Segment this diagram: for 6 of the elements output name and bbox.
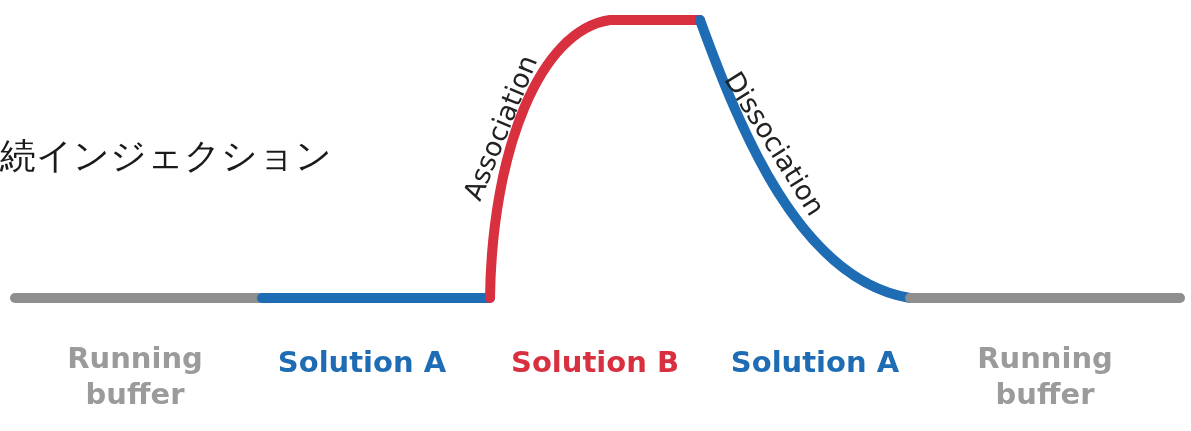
segment-label: Solution B [510, 344, 680, 380]
segment-label: Running buffer [976, 340, 1114, 412]
heading-text: 続インジェクション [0, 134, 333, 178]
segment-label: Running buffer [66, 340, 204, 412]
segment-label: Solution A [276, 344, 448, 380]
segment-label: Solution A [729, 344, 901, 380]
